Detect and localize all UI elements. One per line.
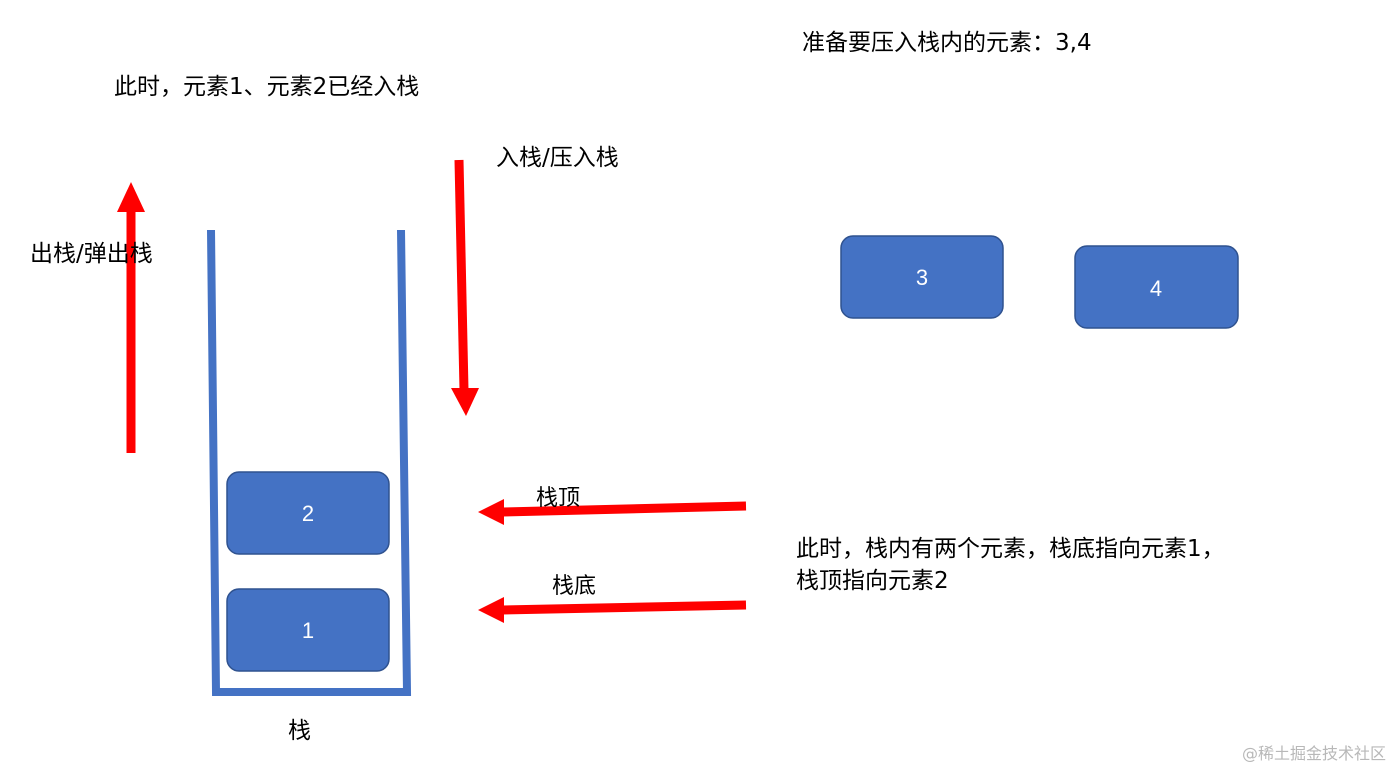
top-label: 栈顶 — [536, 486, 580, 511]
stack-element-label: 1 — [302, 618, 314, 643]
note-line-1: 此时，栈内有两个元素，栈底指向元素1， — [796, 536, 1225, 562]
note-line-2: 栈顶指向元素2 — [796, 568, 949, 594]
top-pointer-arrow — [478, 499, 747, 525]
stack-element-label: 2 — [302, 501, 314, 526]
pending-elements-label: 准备要压入栈内的元素：3,4 — [802, 30, 1092, 56]
push-arrow — [451, 159, 479, 416]
bottom-label: 栈底 — [552, 574, 596, 599]
pending-element-label: 4 — [1150, 276, 1162, 301]
bottom-pointer-arrow — [478, 597, 747, 623]
pending-element: 4 — [1074, 245, 1239, 329]
push-label: 入栈/压入栈 — [496, 145, 619, 171]
stack-element: 1 — [226, 588, 390, 672]
stack-element: 2 — [226, 471, 390, 555]
watermark: @稀土掘金技术社区 — [1241, 744, 1386, 763]
intro-label: 此时，元素1、元素2已经入栈 — [114, 74, 419, 100]
stack-container — [207, 229, 412, 696]
pending-element-label: 3 — [916, 265, 928, 290]
stack-label: 栈 — [288, 718, 311, 744]
pop-arrow — [117, 182, 145, 453]
pop-label: 出栈/弹出栈 — [30, 241, 153, 267]
pending-element: 3 — [840, 235, 1004, 319]
